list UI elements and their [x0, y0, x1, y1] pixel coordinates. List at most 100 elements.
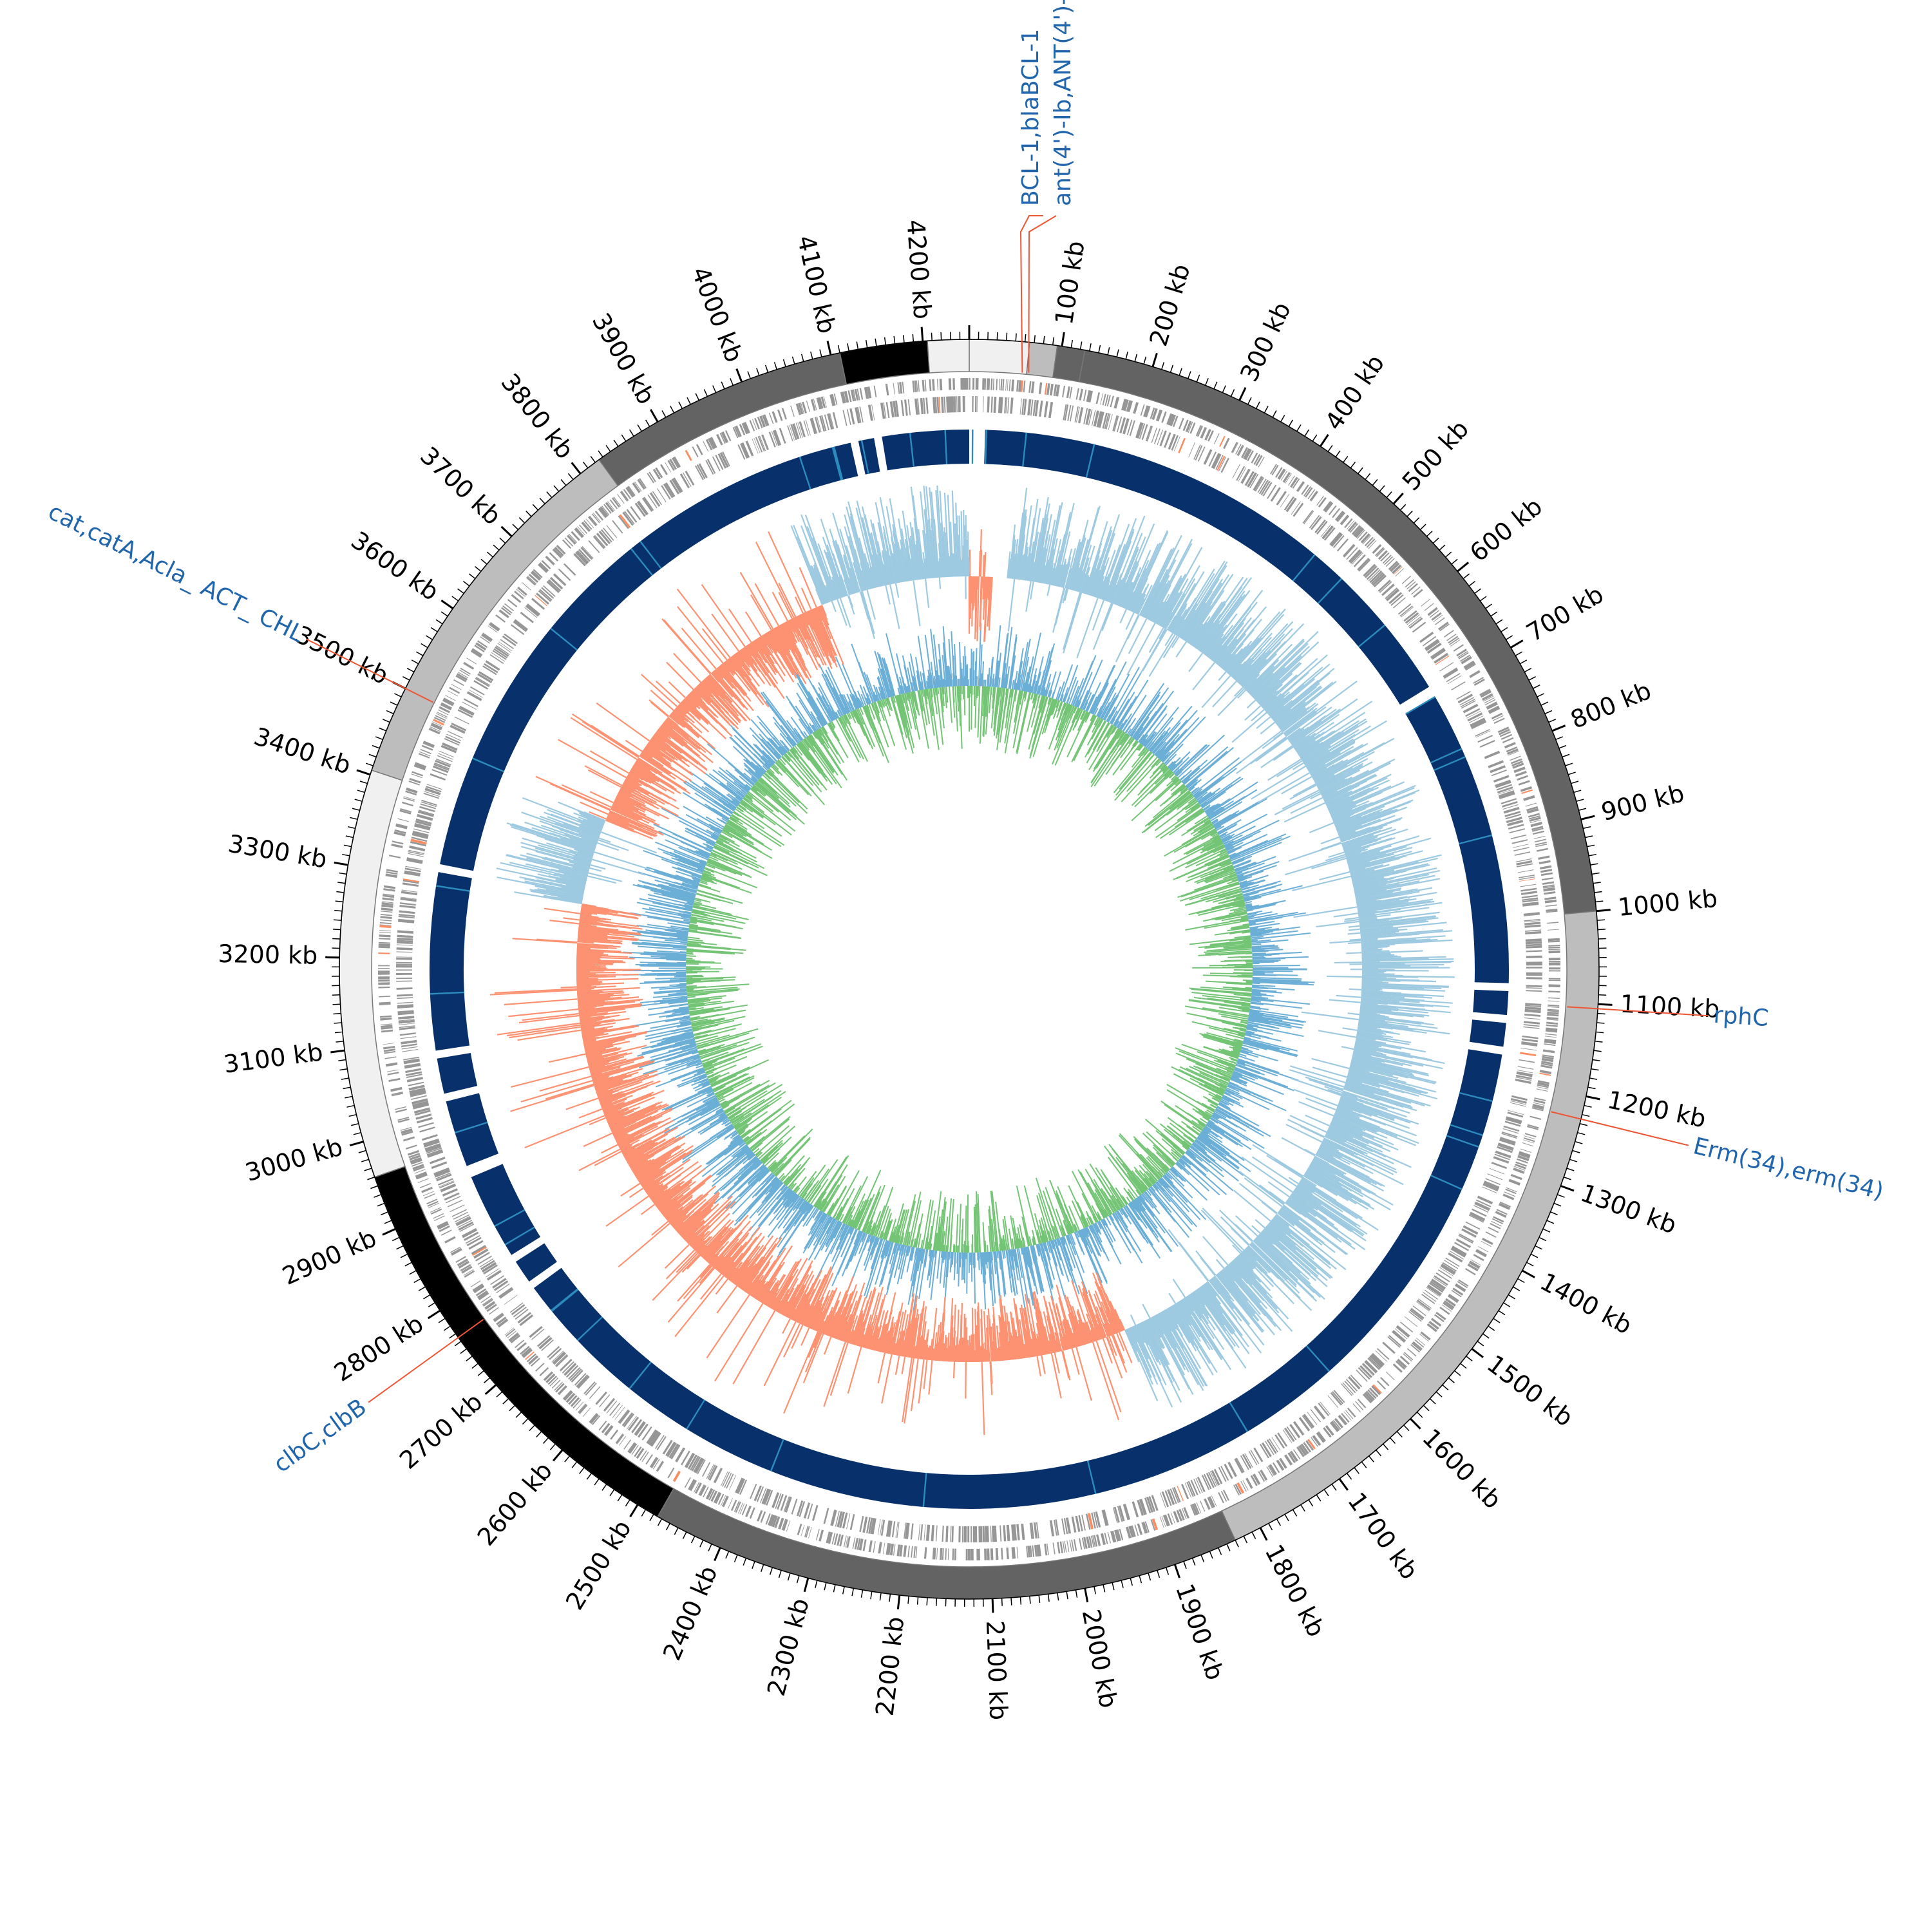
gc-skew-bar	[1003, 1251, 1004, 1259]
gc-content-bar	[1262, 1202, 1276, 1213]
gc-content-bar	[1176, 642, 1186, 658]
gc-skew-bar	[707, 744, 754, 784]
gc-content-bar	[1218, 689, 1244, 716]
gc-skew-bar	[999, 677, 1000, 687]
gc-skew-bar	[962, 1253, 963, 1280]
gc-skew-bar	[1253, 975, 1276, 976]
gc-content-bar	[1077, 598, 1097, 658]
gc-content-bar	[1319, 872, 1350, 880]
gc-content-bar	[1309, 823, 1334, 833]
gc-skew-bar	[945, 680, 946, 687]
gc-skew-bar	[984, 680, 985, 687]
gc-skew-bar	[934, 1251, 935, 1258]
gc-content-bar	[983, 555, 984, 577]
gc-skew-bar	[680, 989, 687, 990]
gc-skew-bar	[659, 831, 710, 855]
gc-skew-bar	[946, 1245, 947, 1252]
gc-content-bar	[1234, 1190, 1271, 1221]
gc-content-track	[490, 486, 1455, 1435]
gc-skew-bar	[819, 729, 840, 764]
gc-skew-bar	[1028, 696, 1043, 749]
gc-skew-bar	[656, 964, 686, 965]
gc-skew-bar	[1241, 1050, 1278, 1061]
gc-skew-bar	[1253, 955, 1272, 956]
gc-content-bar	[1213, 681, 1236, 707]
gc-content-bar	[1282, 777, 1312, 793]
gc-skew-bar	[961, 1229, 962, 1253]
gc-skew-bar	[987, 1245, 988, 1252]
gc-skew-bar	[687, 953, 693, 954]
gc-content-bar	[1311, 1059, 1349, 1068]
gc-skew-bar	[735, 1177, 777, 1222]
gc-skew-bar	[1017, 1186, 1030, 1245]
gc-skew-track	[623, 623, 1315, 1312]
gc-skew-bar	[687, 942, 704, 943]
gc-content-bar	[1348, 1013, 1359, 1014]
gc-skew-bar	[1112, 1214, 1133, 1251]
gc-content-bar	[1327, 976, 1362, 977]
gc-skew-bar	[965, 1206, 966, 1253]
gc-content-bar	[1120, 609, 1126, 623]
gc-content-bar	[1329, 999, 1361, 1002]
gc-skew-bar	[949, 687, 952, 723]
gc-content-bar	[1318, 1030, 1356, 1037]
gc-skew-bar	[676, 992, 687, 993]
gc-skew-bar	[975, 686, 976, 728]
gc-content-bar	[1336, 996, 1361, 998]
gc-skew-bar	[991, 687, 992, 695]
gc-skew-bar	[1251, 1001, 1261, 1002]
gc-content-bar	[1348, 933, 1361, 934]
gc-skew-bar	[702, 876, 752, 893]
gc-content-bar	[1362, 961, 1380, 962]
gc-content-bar	[1349, 926, 1359, 927]
gc-skew-bar	[974, 686, 975, 706]
gc-content-bar	[1294, 907, 1358, 917]
gc-skew-bar	[960, 686, 961, 700]
gc-skew-bar	[978, 686, 979, 696]
gc-skew-bar	[1202, 1103, 1215, 1110]
gc-content-bar	[1321, 837, 1340, 844]
gc-skew-bar	[687, 983, 693, 984]
gc-skew-bar	[1192, 967, 1253, 968]
gc-content-bar	[1063, 592, 1080, 650]
gc-skew-bar	[929, 1250, 930, 1256]
gc-skew-bar	[1171, 752, 1189, 770]
gc-content-bar	[1251, 710, 1264, 721]
gc-skew-bar	[922, 690, 923, 697]
gc-content-bar	[1329, 852, 1344, 857]
gc-skew-bar	[958, 1253, 960, 1287]
gc-skew-bar	[1241, 957, 1253, 958]
gc-content-bar	[1252, 1157, 1296, 1186]
gc-content-bar	[1242, 1157, 1293, 1193]
gc-content-bar	[1274, 747, 1293, 761]
gc-skew-bar	[687, 939, 703, 941]
gc-content-bar	[1289, 1070, 1344, 1087]
gc-content-bar	[1282, 1138, 1315, 1156]
gc-skew-bar	[985, 679, 986, 686]
gc-content-bar	[1150, 634, 1175, 676]
gc-content-bar	[1312, 1067, 1347, 1077]
gc-content-bar	[1193, 663, 1215, 690]
gc-content-bar	[1349, 989, 1361, 990]
gc-content-bar	[1277, 761, 1302, 777]
gc-skew-bar	[1186, 752, 1227, 787]
gc-content-bar	[982, 576, 983, 588]
gc-skew-bar	[1243, 980, 1253, 981]
gc-skew-bar	[993, 678, 994, 687]
gc-content-bar	[1261, 746, 1293, 768]
gc-content-bar	[1094, 603, 1112, 649]
gc-skew-bar	[982, 661, 983, 686]
gc-content-bar	[1349, 929, 1360, 931]
gc-skew-bar	[1099, 1221, 1121, 1264]
gc-skew-bar	[937, 1251, 940, 1279]
gc-skew-bar	[914, 1247, 916, 1257]
gc-content-bar	[1247, 700, 1256, 708]
gc-skew-bar	[806, 1169, 829, 1201]
gc-skew-bar	[833, 1171, 859, 1218]
gc-skew-bar	[963, 656, 964, 686]
gc-content-bar	[1348, 942, 1361, 943]
gc-content-bar	[1341, 1046, 1354, 1049]
gc-content-bar	[1164, 636, 1177, 658]
gc-content-bar	[1267, 1155, 1302, 1178]
